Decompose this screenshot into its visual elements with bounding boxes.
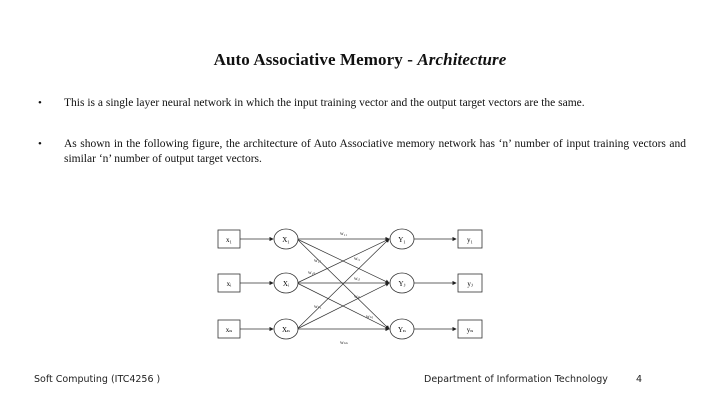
page-number: 4: [636, 374, 643, 385]
slide-title: Auto Associative Memory - Architecture: [0, 50, 720, 70]
weight-label: w₁ⱼ: [314, 259, 321, 264]
output-box: [457, 319, 483, 339]
y-layer: Y₁ Yⱼ Yₙ: [389, 228, 415, 340]
weight-label: wᵢₙ: [354, 295, 361, 300]
input-arrows: [240, 236, 274, 332]
footer-department: Department of Information Technology: [424, 374, 608, 385]
footer-course: Soft Computing (ITC4256 ): [34, 374, 161, 385]
output-arrows: [414, 236, 457, 332]
connection-line: [296, 282, 390, 330]
title-italic: Architecture: [417, 50, 507, 69]
output-box: [457, 273, 483, 293]
x-node: [273, 318, 299, 340]
input-label: xₙ: [226, 326, 233, 334]
bullet-list: • This is a single layer neural network …: [36, 96, 686, 193]
y-node-label: Yₙ: [398, 326, 406, 334]
weight-label: w₁₁: [340, 232, 347, 237]
bullet-marker: •: [38, 138, 42, 150]
x-node-label: Xₙ: [282, 326, 290, 334]
output-layer: y₁ yⱼ yₙ: [457, 229, 483, 339]
output-label: yⱼ: [467, 280, 473, 288]
bullet-item: • This is a single layer neural network …: [36, 96, 686, 111]
connection-line: [296, 238, 390, 330]
input-label: xᵢ: [227, 280, 233, 288]
output-box: [457, 229, 483, 249]
title-main: Auto Associative Memory -: [213, 50, 418, 69]
weight-connections: [296, 236, 390, 332]
x-node-label: X₁: [282, 236, 290, 244]
weight-labels: w₁₁ w₁ⱼ w₁ₙ wᵢ₁ wᵢⱼ wᵢₙ wₙ₁ wₙⱼ wₙₙ: [308, 232, 374, 346]
y-node-label: Yⱼ: [399, 280, 406, 288]
output-label: y₁: [467, 236, 473, 244]
connection-line: [296, 238, 390, 284]
x-node: [273, 272, 299, 294]
output-label: yₙ: [467, 326, 474, 334]
input-label: x₁: [226, 236, 232, 244]
weight-label: w₁ₙ: [308, 271, 316, 276]
bullet-text: This is a single layer neural network in…: [64, 97, 585, 109]
weight-label: wᵢⱼ: [354, 277, 360, 282]
weight-label: wₙⱼ: [366, 315, 374, 320]
x-layer: X₁ Xᵢ Xₙ: [273, 228, 299, 340]
weight-label: wₙₙ: [340, 341, 348, 346]
y-node-label: Y₁: [398, 236, 406, 244]
bullet-text: As shown in the following figure, the ar…: [64, 138, 686, 165]
input-layer: x₁ xᵢ xₙ: [217, 229, 241, 339]
x-node: [273, 228, 299, 250]
network-diagram: x₁ xᵢ xₙ X₁ Xᵢ Xₙ w₁₁ w₁ⱼ w₁ₙ wᵢ₁ wᵢ: [217, 228, 483, 346]
weight-label: wₙ₁: [314, 305, 322, 310]
x-node-label: Xᵢ: [283, 280, 290, 288]
bullet-item: • As shown in the following figure, the …: [36, 137, 686, 167]
weight-label: wᵢ₁: [354, 257, 360, 262]
bullet-marker: •: [38, 97, 42, 109]
